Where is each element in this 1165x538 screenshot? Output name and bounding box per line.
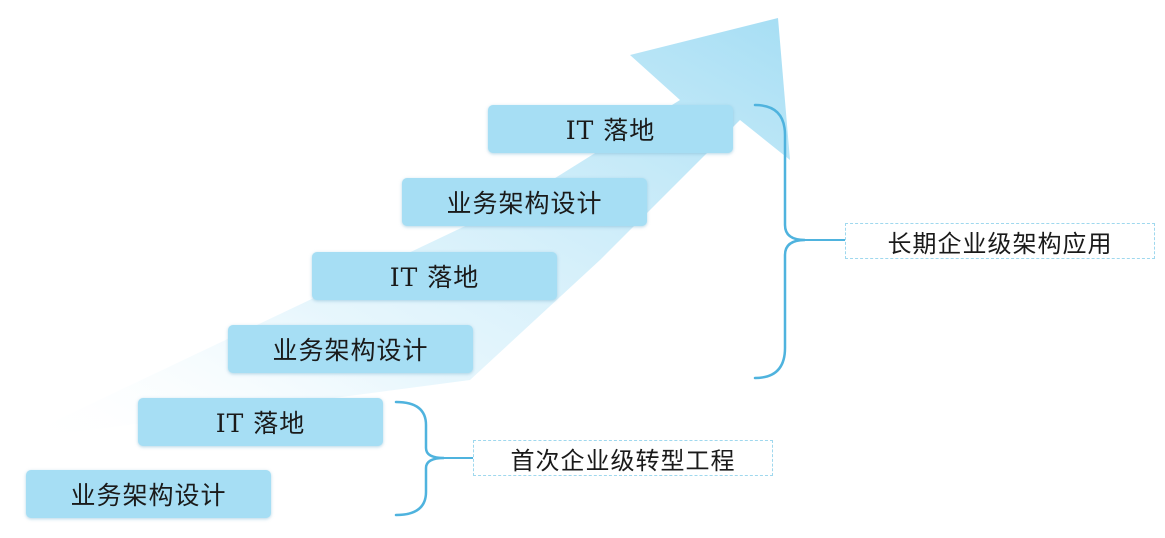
phase-label-first-transformation: 首次企业级转型工程 (473, 440, 773, 476)
first-transformation-bracket (394, 400, 445, 517)
step-business-architecture-3: 业务架构设计 (402, 178, 647, 226)
step-business-architecture-2: 业务架构设计 (228, 325, 473, 373)
step-business-architecture-1: 业务架构设计 (26, 470, 271, 518)
step-it-landing-2: IT 落地 (312, 252, 557, 300)
step-it-landing-1: IT 落地 (138, 398, 383, 446)
growth-arrow (15, 18, 790, 440)
step-it-landing-3: IT 落地 (488, 105, 733, 153)
phase-label-long-term: 长期企业级架构应用 (845, 223, 1155, 259)
